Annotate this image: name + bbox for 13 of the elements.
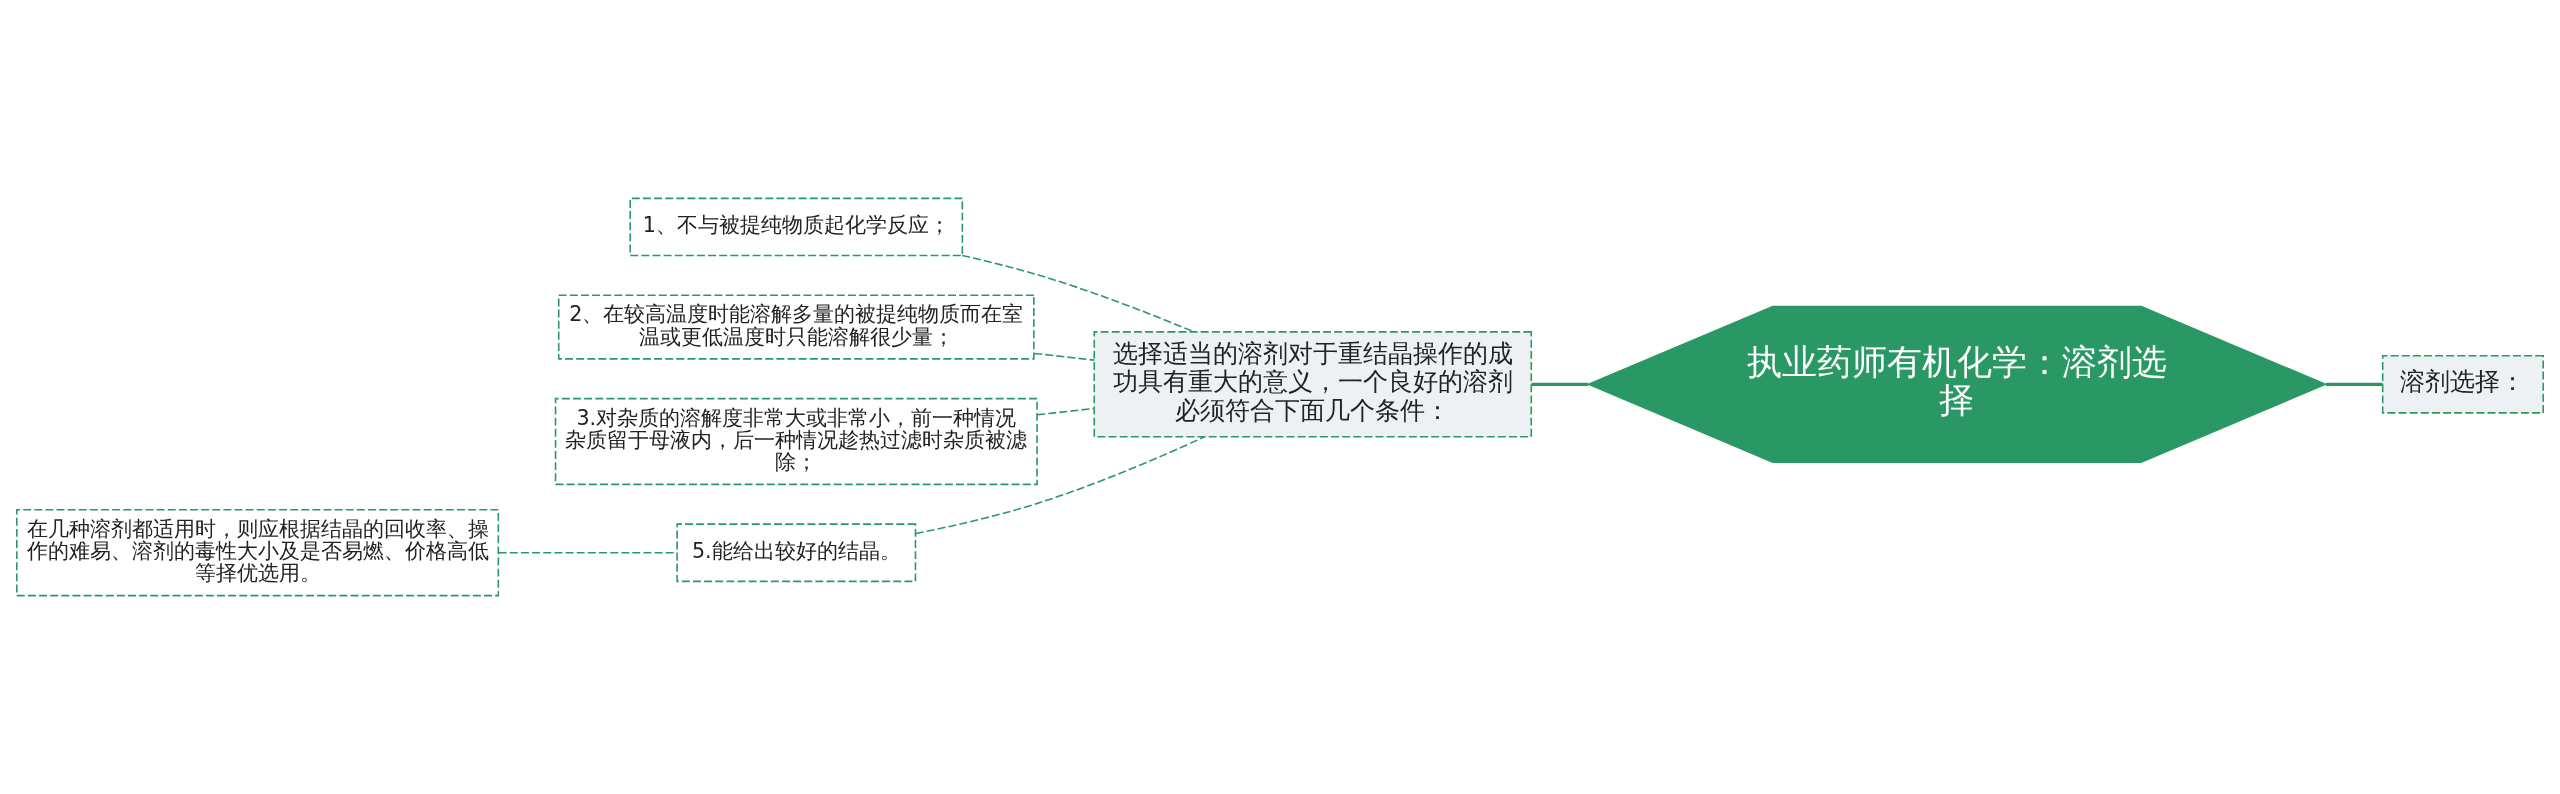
connector bbox=[961, 254, 1195, 333]
connector bbox=[1531, 382, 1589, 386]
connector bbox=[1033, 352, 1096, 361]
node-box: 2、在较高温度时能溶解多量的被提纯物质而在室温或更低温度时只能溶解很少量； bbox=[557, 294, 1035, 360]
node-box: 1、不与被提纯物质起化学反应； bbox=[629, 197, 964, 257]
connector bbox=[2325, 382, 2383, 386]
node-box: 在几种溶剂都适用时，则应根据结晶的回收率、操作的难易、溶剂的毒性大小及是否易燃、价格高低等择优选用。 bbox=[16, 509, 500, 597]
node-box: 5.能给出较好的结晶。 bbox=[676, 523, 917, 583]
node-box: 溶剂选择： bbox=[2381, 354, 2544, 414]
connector bbox=[1036, 407, 1095, 416]
node-box: 选择适当的溶剂对于重结晶操作的成功具有重大的意义，一个良好的溶剂必须符合下面几个条件： bbox=[1093, 331, 1533, 438]
node-box: 3.对杂质的溶解度非常大或非常小，前一种情况杂质留于母液内，后一种情况趁热过滤时杂质被滤除； bbox=[554, 397, 1038, 486]
connector bbox=[915, 436, 1206, 535]
